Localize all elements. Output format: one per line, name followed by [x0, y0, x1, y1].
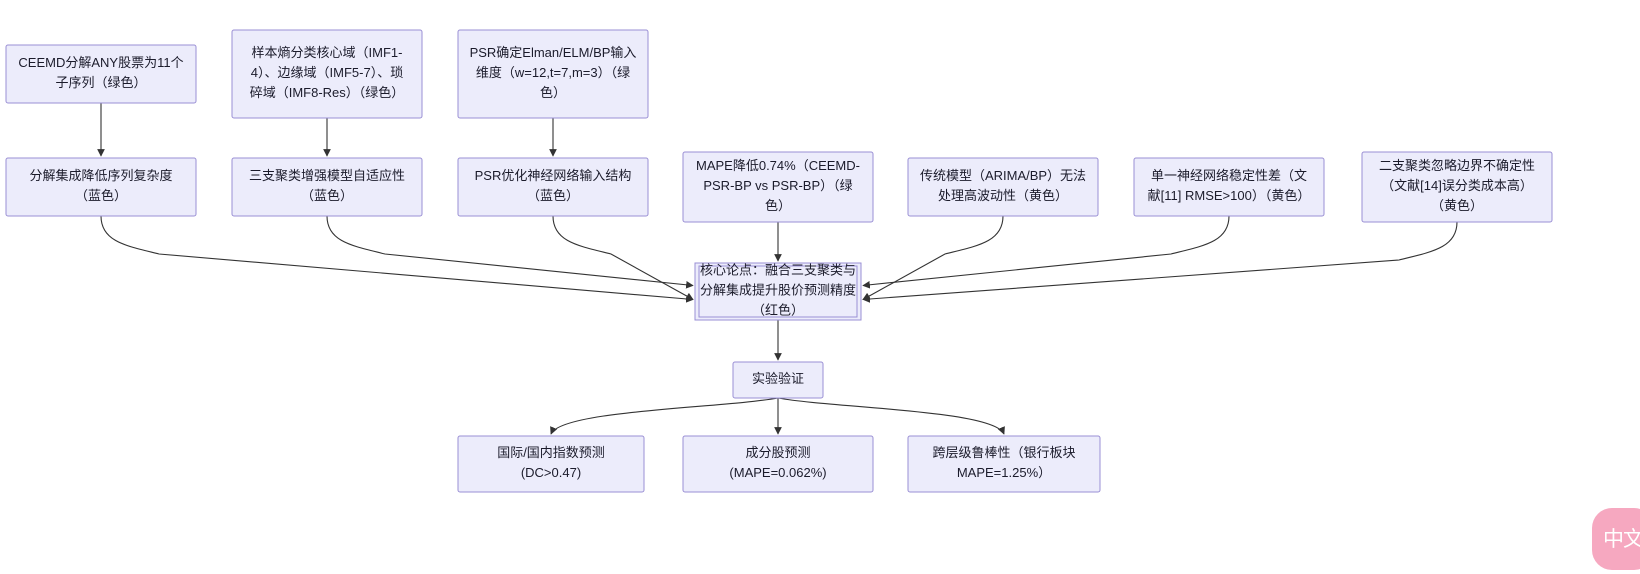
node-label-line: PSR-BP vs PSR-BP）（绿 — [703, 178, 852, 193]
watermark-text: 中文 — [1603, 527, 1640, 551]
node-label-line: 国际/国内指数预测 — [497, 445, 605, 460]
node-label: MAPE降低0.74%（CEEMD- PSR-BP vs PSR-BP）（绿色） — [696, 158, 860, 213]
node-verify[interactable]: 实验验证 — [732, 361, 824, 399]
node-r2[interactable]: 成分股预测 (MAPE=0.062%) — [682, 435, 874, 493]
node-label: 分解集成降低序列复杂度 （蓝色） — [29, 168, 172, 203]
node-label-line: MAPE=1.25%） — [957, 465, 1051, 480]
node-n10[interactable]: 二支聚类忽略边界不确定性 （文献[14]误分类成本高） （黄色） — [1361, 151, 1553, 223]
node-n8[interactable]: 传统模型（ARIMA/BP）无法处理高波动性（黄色） — [907, 157, 1099, 217]
node-label-line: 成分股预测 — [745, 445, 810, 460]
node-n6[interactable]: PSR优化神经网络输入结构 （蓝色） — [457, 157, 649, 217]
edge-verify-to-r1 — [550, 397, 779, 435]
edge-verify-to-r3 — [777, 397, 1005, 435]
node-box — [907, 157, 1099, 217]
edge-n9-to-core — [862, 215, 1230, 289]
node-label-line: (DC>0.47) — [521, 465, 581, 480]
node-box — [1133, 157, 1325, 217]
node-n4[interactable]: 分解集成降低序列复杂度 （蓝色） — [5, 157, 197, 217]
node-box — [5, 157, 197, 217]
node-n1[interactable]: CEEMD分解ANY股票为11个子序列（绿色） — [5, 44, 197, 104]
node-box — [457, 435, 645, 493]
node-label-line: （蓝色） — [301, 188, 353, 203]
watermark-badge: 中文 — [1592, 508, 1640, 570]
node-label-line: （蓝色） — [527, 188, 579, 203]
node-core[interactable]: 核心论点：融合三支聚类与分解集成提升股价预测精度 （红色） — [694, 262, 862, 321]
node-label: 国际/国内指数预测 (DC>0.47) — [497, 445, 605, 480]
node-label: 样本熵分类核心域（IMF1- 4）、边缘域（IMF5-7）、琐碎域（IMF8-Re… — [250, 45, 405, 100]
node-label: PSR优化神经网络输入结构 （蓝色） — [475, 168, 632, 203]
node-label-line: （蓝色） — [75, 188, 127, 203]
node-label-line: 维度（w=12,t=7,m=3）（绿 — [476, 65, 630, 80]
node-label-line: （红色） — [752, 303, 804, 318]
node-label: 实验验证 — [752, 371, 804, 386]
edge-n5-to-core — [326, 215, 694, 289]
node-box — [682, 435, 874, 493]
node-label: 核心论点：融合三支聚类与分解集成提升股价预测精度 （红色） — [700, 263, 856, 318]
edge-n10-to-core — [862, 221, 1458, 303]
node-label-line: （文献[14]误分类成本高） — [1381, 178, 1533, 193]
edge-n8-to-core — [862, 215, 1004, 300]
node-box — [732, 361, 824, 399]
node-box — [682, 151, 874, 223]
node-label-line: 处理高波动性（黄色） — [938, 188, 1068, 203]
node-label: PSR确定Elman/ELM/BP输入维度（w=12,t=7,m=3）（绿色） — [470, 45, 637, 100]
node-n9[interactable]: 单一神经网络稳定性差（文献[11] RMSE>100）（黄色） — [1133, 157, 1325, 217]
node-box — [231, 157, 423, 217]
node-label-line: 献[11] RMSE>100）（黄色） — [1148, 188, 1311, 203]
node-label: 传统模型（ARIMA/BP）无法处理高波动性（黄色） — [920, 168, 1086, 203]
node-label-line: CEEMD分解ANY股票为11个 — [18, 55, 183, 70]
node-label-line: 样本熵分类核心域（IMF1- — [252, 45, 403, 60]
node-label: 二支聚类忽略边界不确定性 （文献[14]误分类成本高） （黄色） — [1379, 158, 1535, 213]
node-label-line: （黄色） — [1431, 198, 1483, 213]
node-label-line: MAPE降低0.74%（CEEMD- — [696, 158, 860, 173]
edge-n6-to-core — [552, 215, 694, 300]
node-label-line: 分解集成降低序列复杂度 — [29, 168, 172, 183]
node-label-line: 实验验证 — [752, 371, 804, 386]
node-layer: CEEMD分解ANY股票为11个子序列（绿色） 样本熵分类核心域（IMF1- 4）、… — [5, 29, 1553, 493]
node-box — [457, 157, 649, 217]
edge-n4-to-core — [100, 215, 694, 303]
node-box — [5, 44, 197, 104]
node-label: 成分股预测 (MAPE=0.062%) — [729, 445, 826, 480]
node-label-line: PSR优化神经网络输入结构 — [475, 168, 632, 183]
node-box — [457, 29, 649, 119]
node-label-line: 4）、边缘域（IMF5-7）、琐 — [251, 65, 403, 80]
node-label-line: 三支聚类增强模型自适应性 — [249, 168, 405, 183]
node-label-line: (MAPE=0.062%) — [729, 465, 826, 480]
node-label-line: 色） — [765, 198, 791, 213]
node-label-line: 跨层级鲁棒性（银行板块 — [932, 445, 1075, 460]
edge-layer — [97, 103, 1458, 435]
node-r1[interactable]: 国际/国内指数预测 (DC>0.47) — [457, 435, 645, 493]
node-label-line: 分解集成提升股价预测精度 — [700, 283, 856, 298]
node-label: 单一神经网络稳定性差（文献[11] RMSE>100）（黄色） — [1148, 168, 1311, 203]
node-n3[interactable]: PSR确定Elman/ELM/BP输入维度（w=12,t=7,m=3）（绿色） — [457, 29, 649, 119]
node-box — [1361, 151, 1553, 223]
node-label-line: 核心论点：融合三支聚类与 — [700, 263, 856, 278]
node-label: CEEMD分解ANY股票为11个子序列（绿色） — [18, 55, 183, 90]
node-label-line: 二支聚类忽略边界不确定性 — [1379, 158, 1535, 173]
node-label-line: PSR确定Elman/ELM/BP输入 — [470, 45, 637, 60]
node-box — [231, 29, 423, 119]
node-r3[interactable]: 跨层级鲁棒性（银行板块 MAPE=1.25%） — [907, 435, 1101, 493]
node-label-line: 色） — [540, 85, 566, 100]
node-box — [907, 435, 1101, 493]
node-core-inner-border — [698, 265, 858, 318]
node-n5[interactable]: 三支聚类增强模型自适应性 （蓝色） — [231, 157, 423, 217]
node-label-line: 单一神经网络稳定性差（文 — [1151, 168, 1307, 183]
node-label-line: 子序列（绿色） — [55, 75, 146, 90]
node-n2[interactable]: 样本熵分类核心域（IMF1- 4）、边缘域（IMF5-7）、琐碎域（IMF8-Re… — [231, 29, 423, 119]
node-label-line: 传统模型（ARIMA/BP）无法 — [920, 168, 1086, 183]
node-label: 三支聚类增强模型自适应性 （蓝色） — [249, 168, 405, 203]
node-core-outer-border — [694, 262, 862, 321]
node-label-line: 碎域（IMF8-Res）（绿色） — [250, 85, 405, 100]
node-n7[interactable]: MAPE降低0.74%（CEEMD- PSR-BP vs PSR-BP）（绿色） — [682, 151, 874, 223]
node-label: 跨层级鲁棒性（银行板块 MAPE=1.25%） — [932, 445, 1075, 480]
